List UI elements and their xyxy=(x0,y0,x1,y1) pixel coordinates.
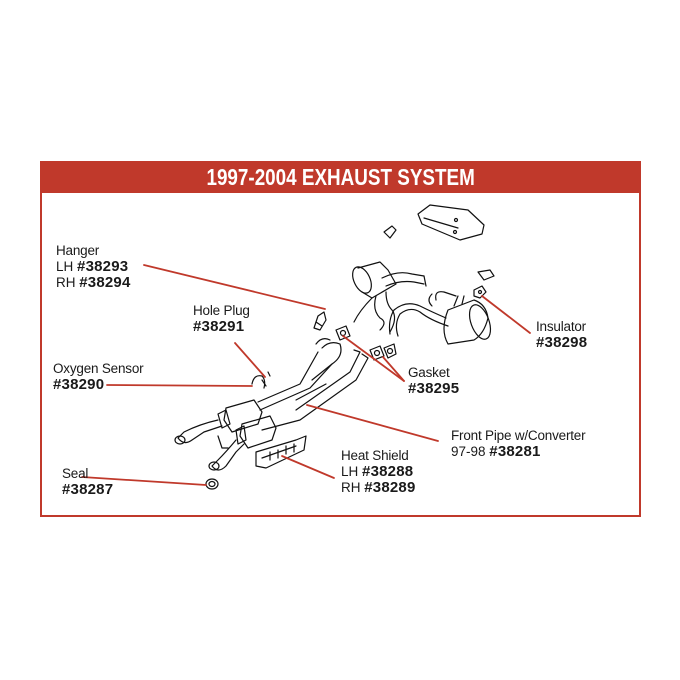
insulator-label: Insulator xyxy=(536,319,586,334)
front-pipe-callout: Front Pipe w/Converter 97-98 #38281 xyxy=(451,428,586,460)
left-muffler-part xyxy=(352,261,427,333)
seal-part xyxy=(205,478,219,490)
hanger-rh-prefix: RH xyxy=(56,275,76,290)
insulator-part-number: #38298 xyxy=(536,334,588,351)
insulator-callout: Insulator #38298 xyxy=(536,319,587,351)
insulator-leader-line xyxy=(481,295,531,334)
right-muffler-part xyxy=(388,291,492,345)
seal-label: Seal xyxy=(62,466,89,481)
heat-shield-rh-part-number: #38289 xyxy=(364,479,416,496)
small-bracket-part xyxy=(383,225,397,239)
front-pipe-label: Front Pipe w/Converter xyxy=(451,428,586,443)
diagram-frame xyxy=(40,161,641,517)
heat-shield-callout: Heat Shield LH #38288 RH #38289 xyxy=(341,448,416,496)
hole-plug-callout: Hole Plug #38291 xyxy=(193,303,250,335)
heat-shield-lh-part-number: #38288 xyxy=(362,463,414,480)
front-pipe-year-prefix: 97-98 xyxy=(451,444,486,459)
hole-plug-part-number: #38291 xyxy=(193,318,245,335)
hanger-label: Hanger xyxy=(56,243,100,258)
rear-panel-part xyxy=(417,204,485,241)
gasket-label: Gasket xyxy=(408,365,450,380)
front-pipe-part-number: #38281 xyxy=(489,443,541,460)
oxygen-sensor-callout: Oxygen Sensor #38290 xyxy=(53,361,144,393)
hanger-callout: Hanger LH #38293 RH #38294 xyxy=(56,243,131,291)
heat-shield-leader-line xyxy=(281,455,335,479)
heat-shield-part xyxy=(255,435,307,469)
oxygen-sensor-part xyxy=(251,375,267,389)
page-title: 1997-2004 EXHAUST SYSTEM xyxy=(206,163,475,190)
hole-plug-part xyxy=(267,371,271,377)
seal-callout: Seal #38287 xyxy=(62,466,113,498)
heat-shield-lh-prefix: LH xyxy=(341,464,359,479)
hole-plug-label: Hole Plug xyxy=(193,303,250,318)
hanger-rh-part-number: #38294 xyxy=(79,274,131,291)
front-pipe-part xyxy=(174,338,369,471)
front-pipe-leader-line xyxy=(306,404,439,442)
heat-shield-label: Heat Shield xyxy=(341,448,409,463)
oxygen-sensor-label: Oxygen Sensor xyxy=(53,361,144,376)
insulator-part xyxy=(473,269,495,299)
hole-plug-leader-line xyxy=(234,342,266,378)
title-banner: 1997-2004 EXHAUST SYSTEM xyxy=(40,161,641,193)
gasket-leader-line-1 xyxy=(342,335,405,382)
gasket-callout: Gasket #38295 xyxy=(408,365,459,397)
gasket-part xyxy=(335,325,397,361)
hanger-leader-line xyxy=(143,264,326,310)
hanger-lh-prefix: LH xyxy=(56,259,74,274)
seal-leader-line xyxy=(81,476,207,486)
heat-shield-rh-prefix: RH xyxy=(341,480,361,495)
oxygen-sensor-leader-line xyxy=(106,384,253,387)
hanger-part xyxy=(313,311,327,331)
gasket-part-number: #38295 xyxy=(408,380,460,397)
seal-part-number: #38287 xyxy=(62,481,114,498)
hanger-lh-part-number: #38293 xyxy=(77,258,129,275)
gasket-leader-line-2 xyxy=(382,356,405,382)
oxygen-sensor-part-number: #38290 xyxy=(53,376,105,393)
